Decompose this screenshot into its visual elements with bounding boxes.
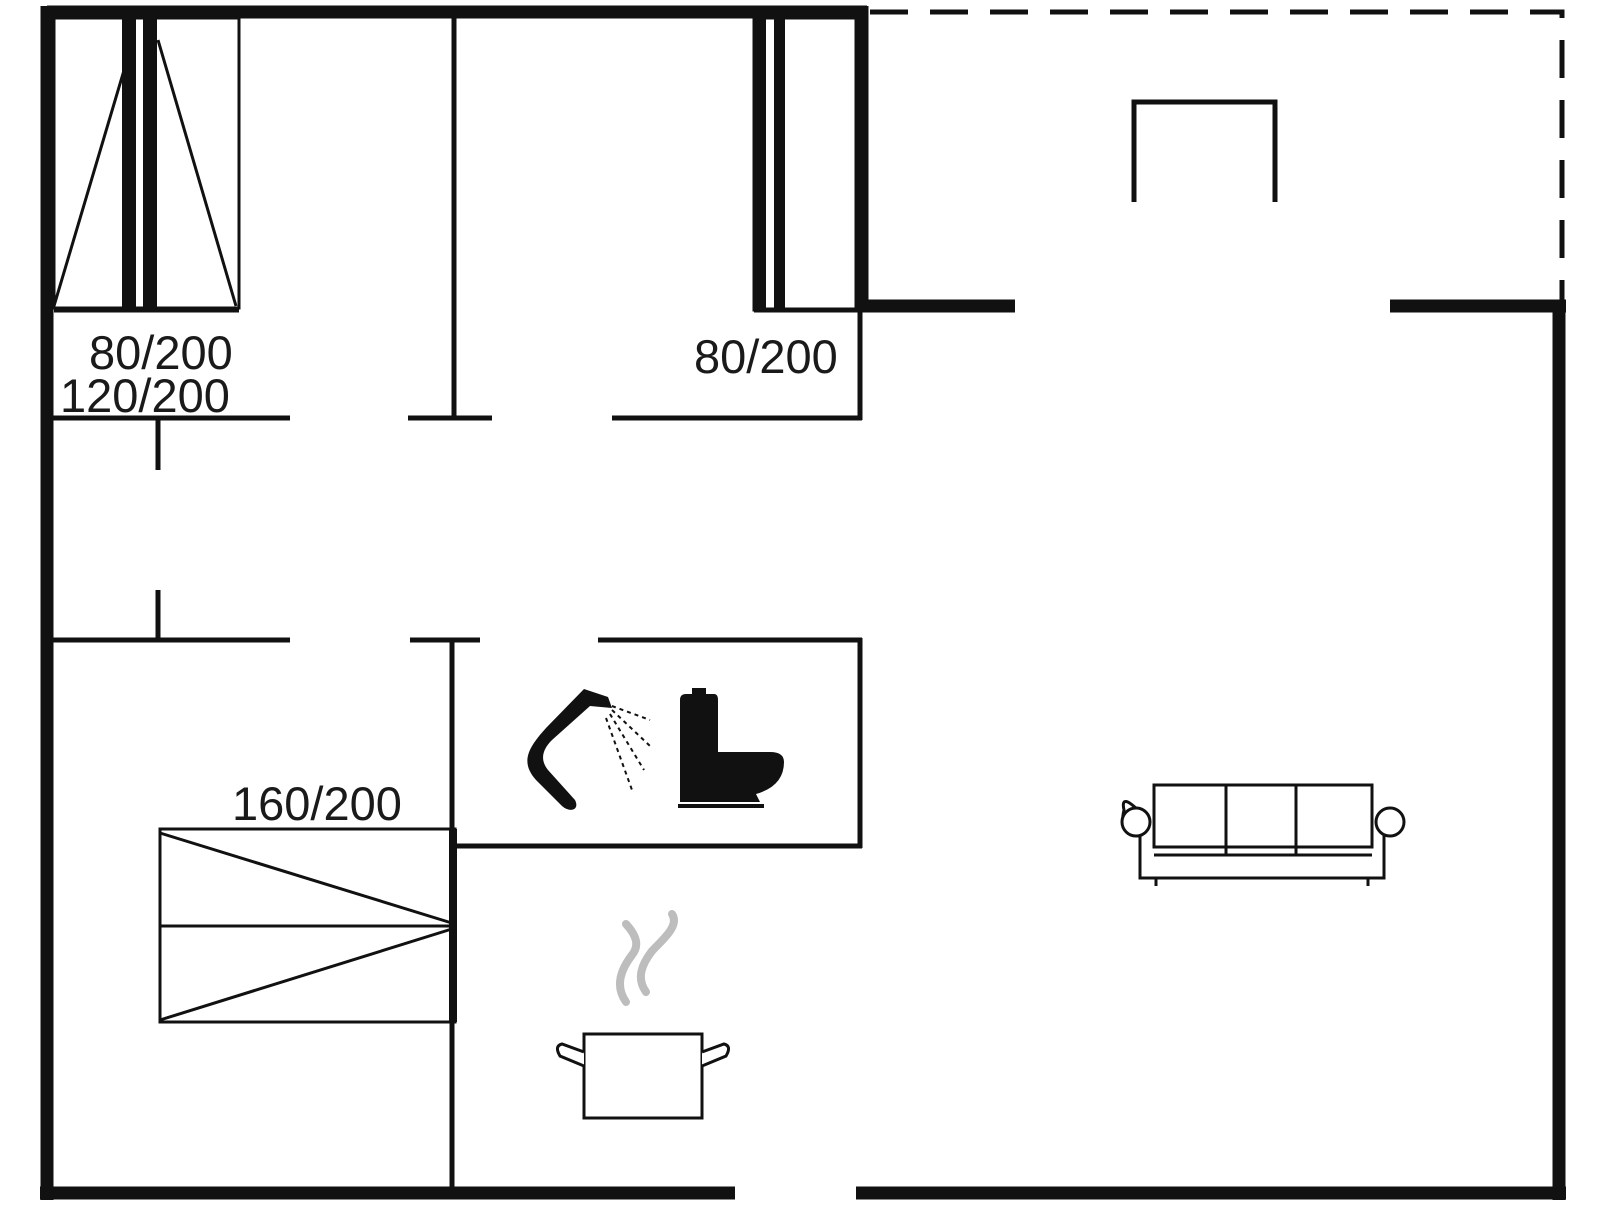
bed-top-left [52, 16, 241, 313]
bed-size-label-80-200-left: 80/200 [89, 326, 233, 379]
terrace-outline [870, 9, 1565, 300]
interior-walls [47, 14, 863, 1193]
cooking-pot-icon [555, 910, 731, 1120]
bed-bottom-left [158, 827, 457, 1024]
bed-size-label-120-200: 120/200 [60, 369, 230, 422]
bed-top-right [752, 16, 858, 313]
sofa-icon [1120, 783, 1406, 886]
shower-icon [527, 689, 651, 810]
bed-size-label-80-200-right: 80/200 [694, 330, 838, 383]
fireplace-icon [1131, 99, 1278, 202]
outer-walls [40, 5, 1566, 1200]
bed-size-label-160-200: 160/200 [232, 777, 402, 830]
toilet-icon [678, 688, 784, 808]
